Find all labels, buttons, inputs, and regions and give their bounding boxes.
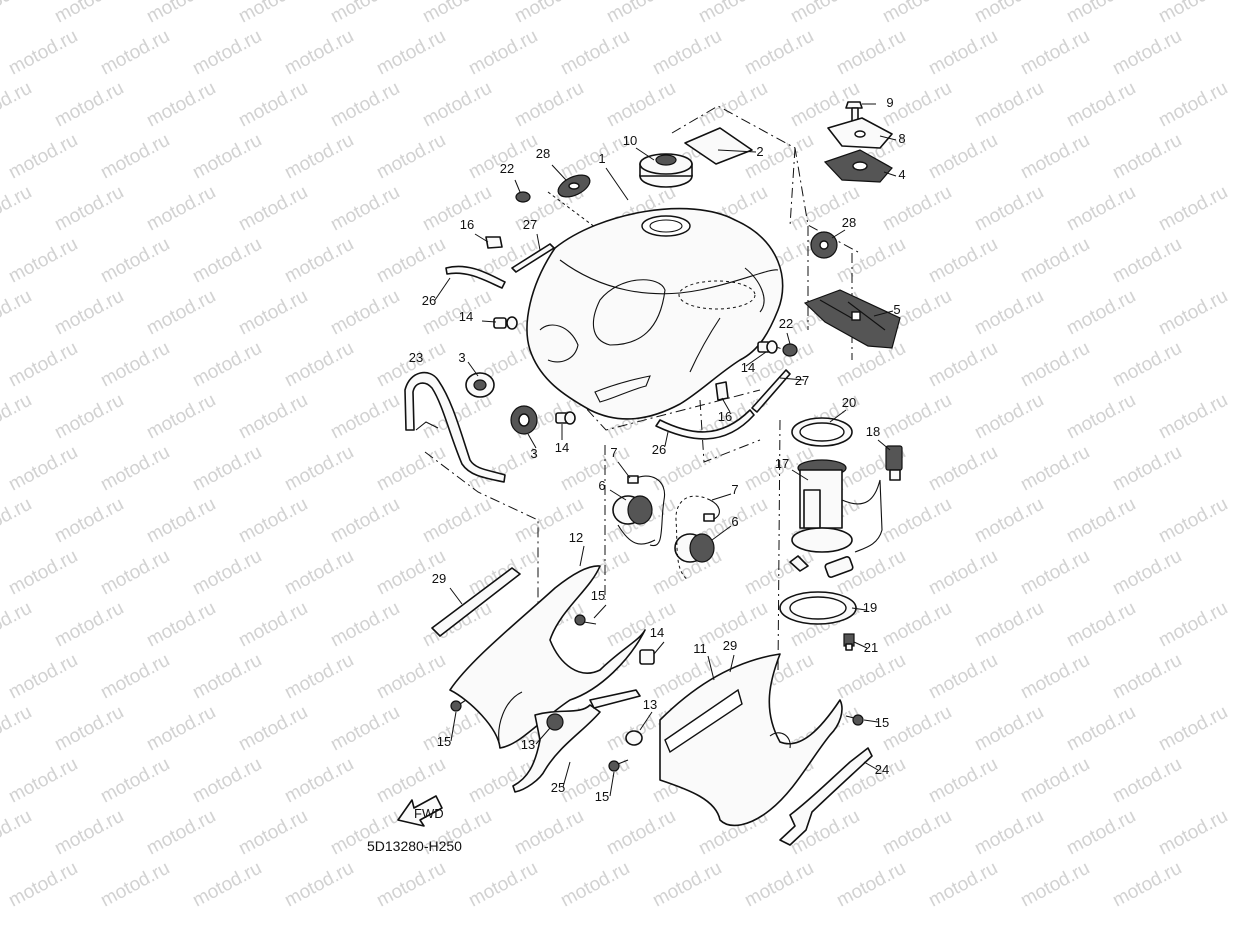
part-6-sleeve-b bbox=[674, 533, 715, 563]
part-29-decal-a bbox=[431, 567, 521, 637]
callout-c7a: 7 bbox=[610, 445, 617, 460]
part-13-grommet-b bbox=[625, 730, 643, 746]
part-16-clip-b bbox=[715, 381, 729, 401]
part-23-drain-hose bbox=[404, 371, 506, 483]
part-21-bolt bbox=[843, 633, 855, 651]
callout-c14c: 14 bbox=[741, 360, 755, 375]
part-28-emblem-a bbox=[557, 174, 591, 198]
callout-c19: 19 bbox=[863, 600, 877, 615]
callout-c3b: 3 bbox=[530, 446, 537, 461]
callout-c20: 20 bbox=[842, 395, 856, 410]
part-4-damper bbox=[823, 149, 893, 183]
callout-c22b: 22 bbox=[779, 316, 793, 331]
part-15-screw-a bbox=[574, 614, 597, 626]
callout-c16a: 16 bbox=[460, 217, 474, 232]
part-3-grommet-a bbox=[465, 372, 495, 398]
callout-c17: 17 bbox=[775, 456, 789, 471]
part-14-collar-b bbox=[555, 411, 576, 425]
diagram-code: 5D13280-H250 bbox=[367, 838, 462, 854]
callout-c13b: 13 bbox=[643, 697, 657, 712]
callout-c3a: 3 bbox=[458, 350, 465, 365]
part-7-hose-a bbox=[617, 475, 666, 547]
part-10-filler-cap bbox=[639, 153, 693, 188]
callout-c26a: 26 bbox=[422, 293, 436, 308]
part-3-grommet-b bbox=[510, 405, 538, 435]
callout-c4: 4 bbox=[898, 167, 905, 182]
callout-c10: 10 bbox=[623, 133, 637, 148]
part-24-cover-bracket bbox=[779, 747, 873, 846]
part-19-retaining-ring bbox=[779, 591, 857, 625]
part-8-cover bbox=[827, 117, 893, 149]
callout-c13a: 13 bbox=[521, 737, 535, 752]
fwd-direction-arrow: FWD bbox=[397, 795, 444, 827]
callout-c15c: 15 bbox=[595, 789, 609, 804]
fwd-label: FWD bbox=[414, 806, 444, 821]
part-15-screw-c bbox=[608, 759, 629, 772]
callout-c14d: 14 bbox=[650, 625, 664, 640]
callout-c27a: 27 bbox=[523, 217, 537, 232]
callout-c15b: 15 bbox=[437, 734, 451, 749]
callout-c14b: 14 bbox=[555, 440, 569, 455]
callout-c21: 21 bbox=[864, 640, 878, 655]
part-28-emblem-b bbox=[810, 231, 838, 259]
callout-c2: 2 bbox=[756, 144, 763, 159]
part-26-hose-a bbox=[445, 265, 506, 289]
part-20-gasket bbox=[791, 417, 853, 447]
callout-c7b: 7 bbox=[731, 482, 738, 497]
callout-c8: 8 bbox=[898, 131, 905, 146]
callout-c29a: 29 bbox=[432, 571, 446, 586]
part-7-hose-b bbox=[675, 495, 720, 581]
part-14-collar-c bbox=[757, 340, 778, 354]
callout-c27b: 27 bbox=[795, 373, 809, 388]
part-22-damper-a bbox=[515, 191, 531, 203]
part-25-bracket bbox=[512, 689, 641, 793]
callout-c28a: 28 bbox=[536, 146, 550, 161]
callout-c6a: 6 bbox=[598, 478, 605, 493]
part-11-side-cover-right bbox=[659, 653, 843, 827]
part-12-side-cover-left bbox=[449, 565, 646, 749]
callout-c24: 24 bbox=[875, 762, 889, 777]
callout-c26b: 26 bbox=[652, 442, 666, 457]
part-14-collar-a bbox=[493, 316, 518, 330]
part-15-screw-d bbox=[845, 714, 864, 726]
leader-lines bbox=[434, 103, 897, 797]
callout-c23: 23 bbox=[409, 350, 423, 365]
part-13-grommet-a bbox=[546, 713, 564, 731]
part-17-fuel-pump bbox=[789, 459, 883, 578]
callout-c15d: 15 bbox=[875, 715, 889, 730]
callout-c22a: 22 bbox=[500, 161, 514, 176]
callout-c1: 1 bbox=[598, 151, 605, 166]
callout-c9: 9 bbox=[886, 95, 893, 110]
callout-c5: 5 bbox=[893, 302, 900, 317]
part-18-sender-unit bbox=[885, 445, 903, 481]
part-22-damper-b bbox=[782, 343, 798, 357]
part-27-strip-a bbox=[511, 243, 555, 273]
callout-c12: 12 bbox=[569, 530, 583, 545]
part-2-label-sticker bbox=[684, 127, 753, 165]
callout-c25: 25 bbox=[551, 780, 565, 795]
callout-c11: 11 bbox=[693, 641, 707, 656]
callout-c18: 18 bbox=[866, 424, 880, 439]
part-6-sleeve-a bbox=[612, 495, 653, 525]
part-1-fuel-tank bbox=[526, 207, 784, 420]
callout-c29b: 29 bbox=[723, 638, 737, 653]
part-14-collar-d bbox=[639, 649, 655, 665]
callout-c15a: 15 bbox=[591, 588, 605, 603]
callout-c6b: 6 bbox=[731, 514, 738, 529]
callout-c28b: 28 bbox=[842, 215, 856, 230]
callout-c14a: 14 bbox=[459, 309, 473, 324]
part-5-tank-pad bbox=[803, 289, 901, 349]
part-16-clip-a bbox=[485, 236, 503, 249]
part-15-screw-b bbox=[450, 699, 467, 712]
part-9-bolt bbox=[845, 101, 863, 123]
callout-c16b: 16 bbox=[718, 409, 732, 424]
part-27-strip-b bbox=[751, 369, 791, 413]
part-26-hose-b bbox=[655, 409, 755, 440]
